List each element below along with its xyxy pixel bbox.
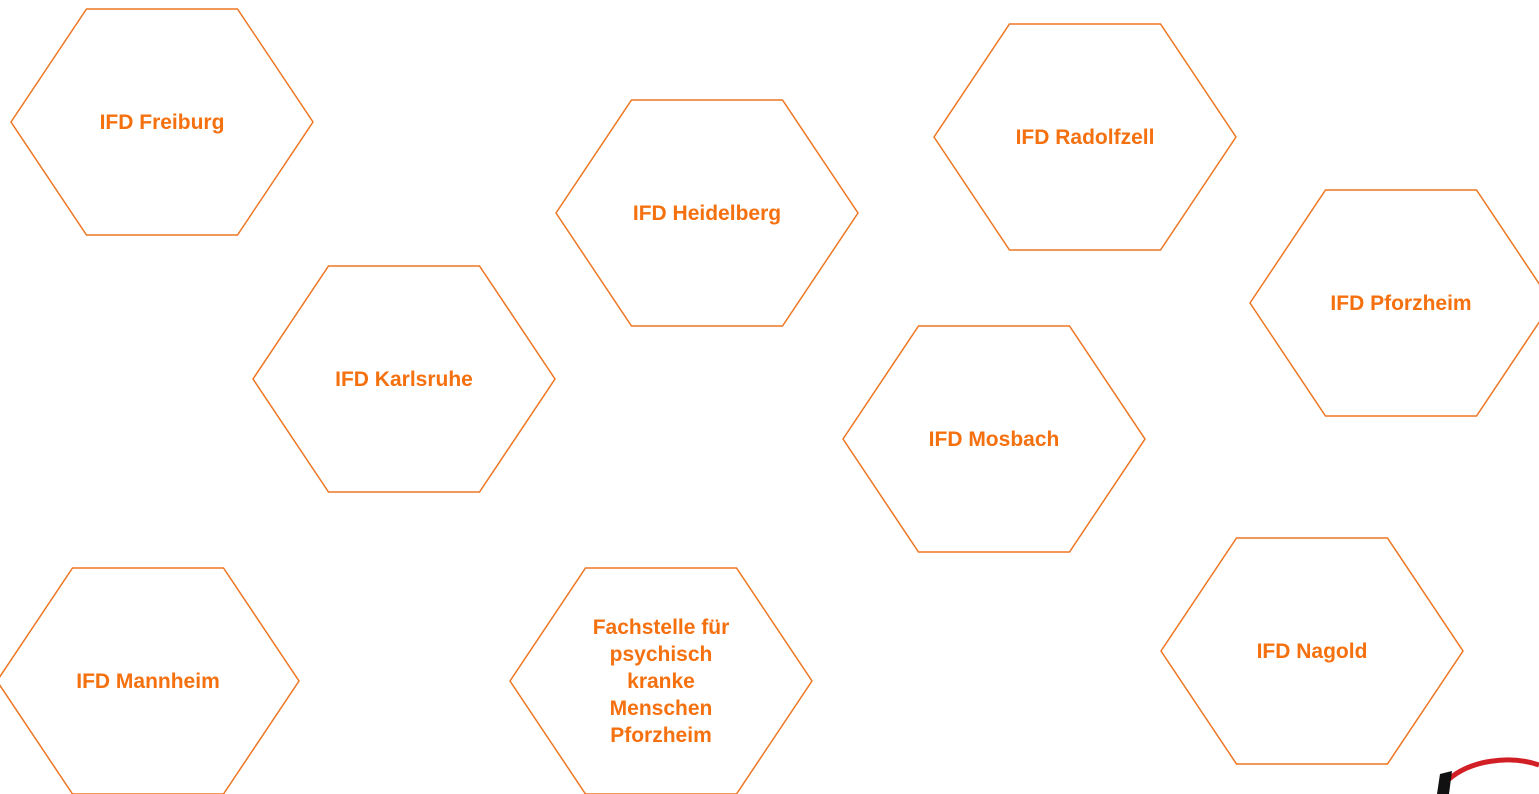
hexagon-shape xyxy=(1160,537,1464,765)
hexagon-label: IFD Mosbach xyxy=(929,428,1060,451)
hexagon-shape xyxy=(1249,189,1539,417)
hexagon-node-mosbach: IFD Mosbach xyxy=(842,325,1146,553)
corner-logo-icon xyxy=(1437,757,1539,794)
hexagon-label: kranke xyxy=(627,670,695,693)
hexagon-node-fachstelle-pforzheim: Fachstelle für psychisch krankeMenschenPfo… xyxy=(509,567,813,794)
hexagon-label: IFD Freiburg xyxy=(100,111,225,134)
hexagon-node-radolfzell: IFD Radolfzell xyxy=(933,23,1237,251)
hexagon-label: IFD Karlsruhe xyxy=(335,368,473,391)
hexagon-label: Fachstelle für xyxy=(593,616,730,639)
hexagon-node-karlsruhe: IFD Karlsruhe xyxy=(252,265,556,493)
hexagon-shape xyxy=(252,265,556,493)
hexagon-shape xyxy=(555,99,859,327)
hexagon-node-mannheim: IFD Mannheim xyxy=(0,567,300,794)
hexagon-label: Pforzheim xyxy=(610,724,712,747)
hexagon-shape xyxy=(0,567,300,794)
hexagon-shape xyxy=(842,325,1146,553)
hexagon-label: IFD Pforzheim xyxy=(1330,292,1471,315)
hexagon-node-pforzheim: IFD Pforzheim xyxy=(1249,189,1539,417)
hexagon-shape xyxy=(509,567,813,794)
hexagon-shape xyxy=(933,23,1237,251)
hexagon-label: IFD Heidelberg xyxy=(633,202,781,225)
hexagon-label: IFD Radolfzell xyxy=(1016,126,1155,149)
hexagon-node-heidelberg: IFD Heidelberg xyxy=(555,99,859,327)
hexagon-node-nagold: IFD Nagold xyxy=(1160,537,1464,765)
hexagon-label: IFD Mannheim xyxy=(76,670,220,693)
hexagon-label: psychisch xyxy=(610,643,713,666)
hexagon-label: Menschen xyxy=(610,697,713,720)
hexagon-node-freiburg: IFD Freiburg xyxy=(10,8,314,236)
hexagon-shape xyxy=(10,8,314,236)
hexagon-label: IFD Nagold xyxy=(1257,640,1368,663)
